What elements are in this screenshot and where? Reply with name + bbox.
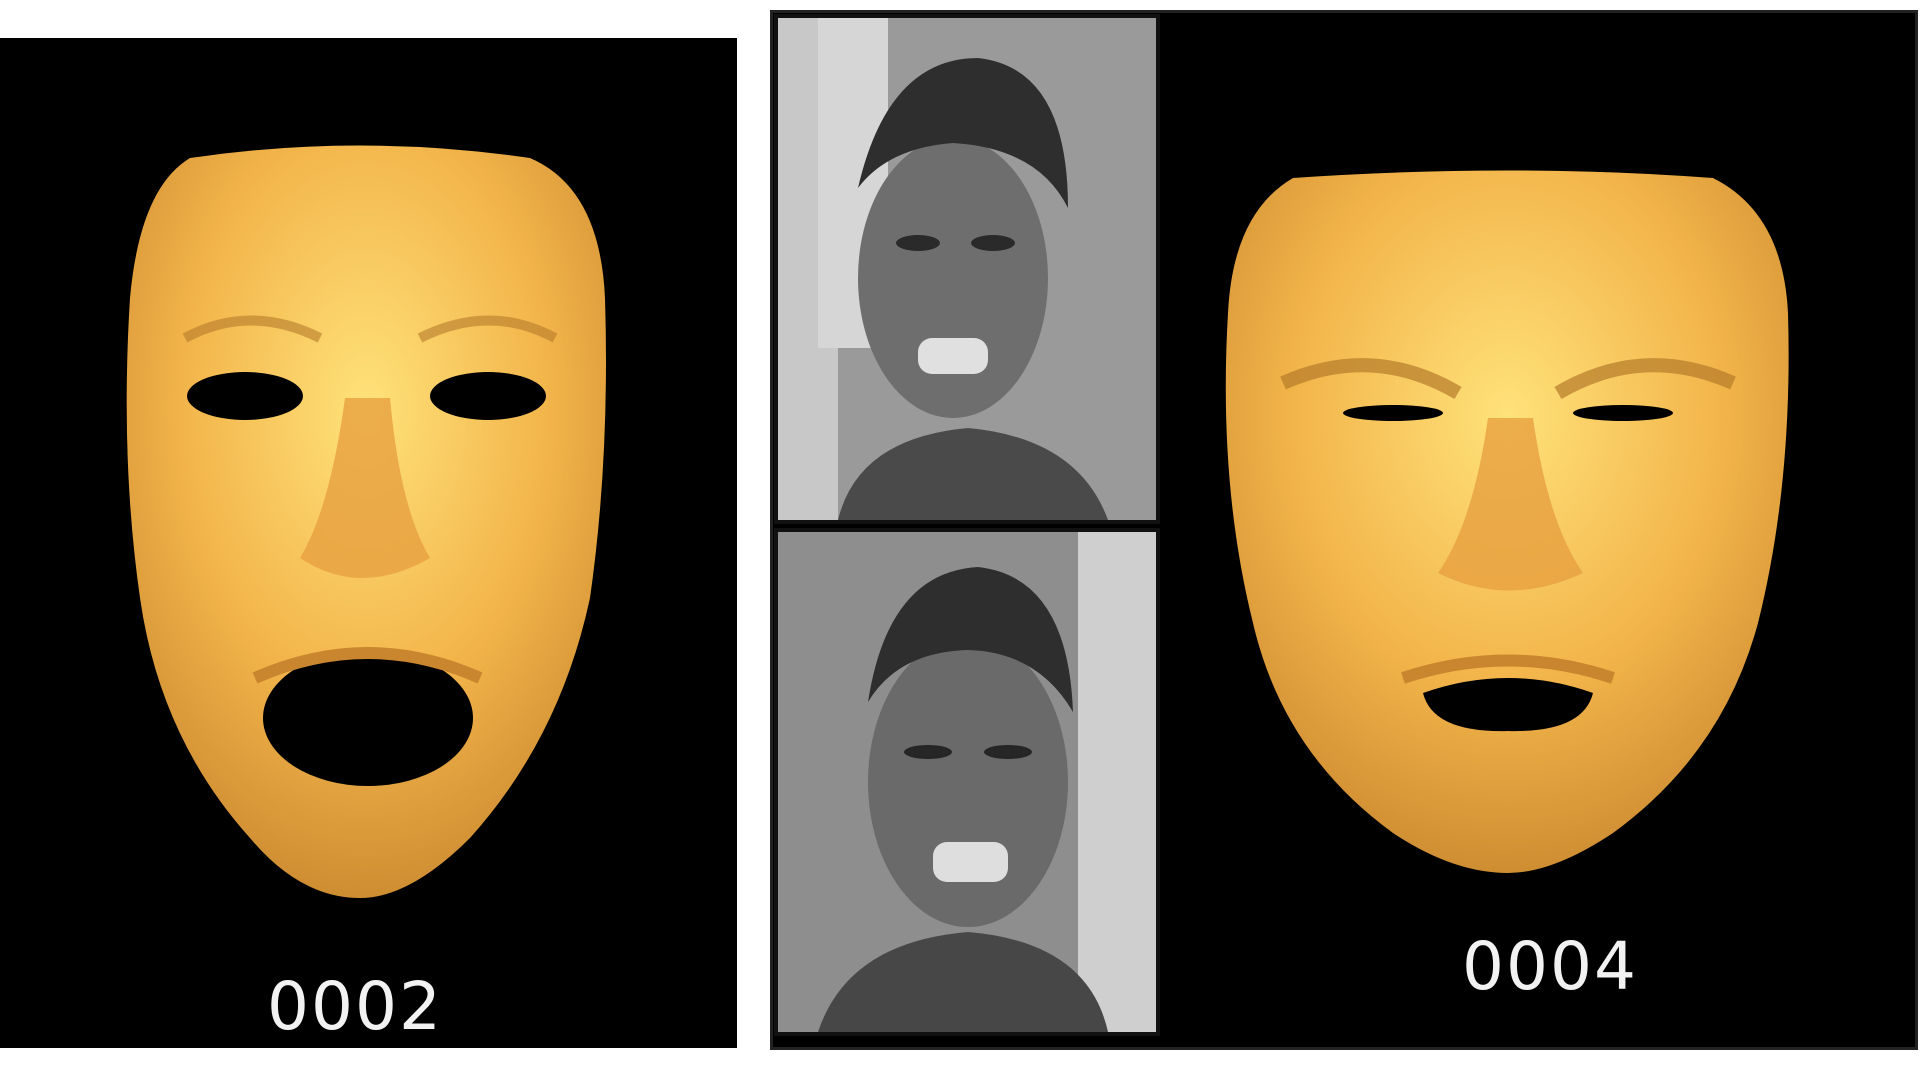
frame-counter-left: 0002: [267, 968, 443, 1045]
face-mask-right: [1225, 170, 1789, 873]
video-frame-bottom: [774, 528, 1160, 1036]
face-mask-left: [126, 145, 607, 898]
person-photo-icon: [778, 18, 1156, 520]
person-photo-icon: [778, 532, 1156, 1032]
mask-panel-left: 0002: [0, 38, 737, 1048]
video-frame-top: [774, 14, 1160, 524]
frame-counter-right: 0004: [1462, 928, 1638, 1005]
